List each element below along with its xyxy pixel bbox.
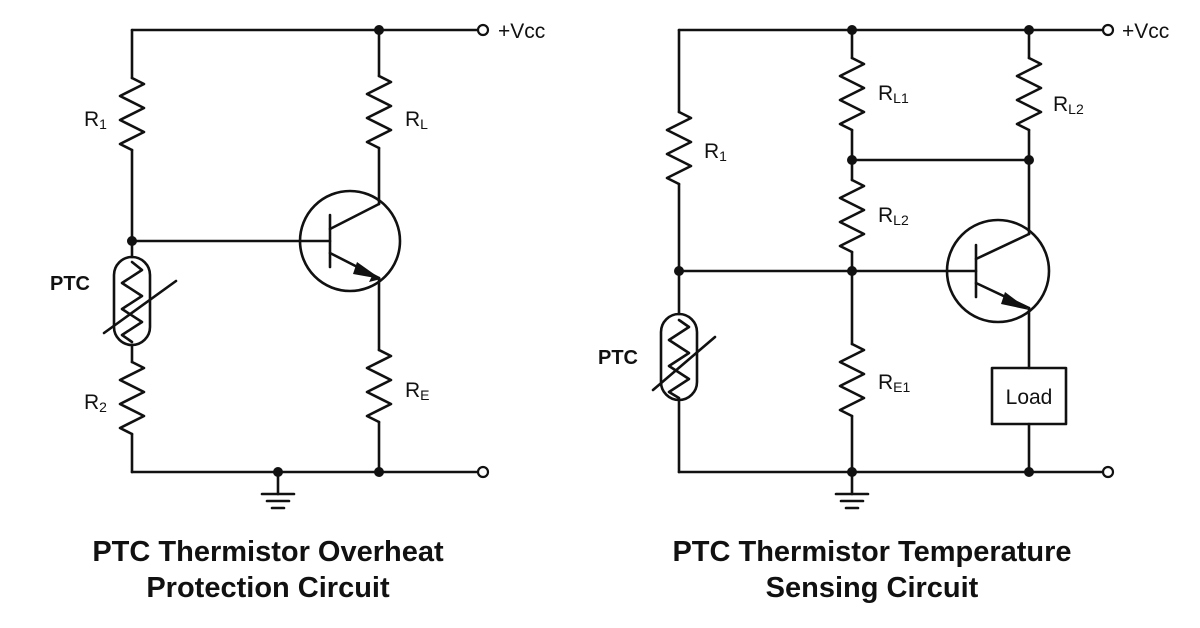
right-re1-label: RE1 <box>878 371 911 395</box>
right-ptc-slash <box>651 335 717 392</box>
left-ptc-slash <box>102 279 178 335</box>
right-caption: PTC Thermistor Temperature Sensing Circu… <box>612 534 1132 606</box>
right-rl2-mid-resistor <box>838 178 866 254</box>
right-r1-label: R1 <box>704 140 727 164</box>
left-caption-line2: Protection Circuit <box>146 572 390 604</box>
right-ptc-zigzag <box>667 318 691 400</box>
left-re-resistor <box>365 348 393 424</box>
left-circuit: +Vcc R1 R2 RL RE PTC <box>50 20 545 510</box>
left-ground-terminal <box>476 465 490 479</box>
left-r2-label: R2 <box>84 391 107 415</box>
right-rl2-top-label: RL2 <box>1053 93 1084 117</box>
right-rl2-top-resistor <box>1015 56 1043 132</box>
left-r1-resistor <box>118 76 146 152</box>
left-ptc-label: PTC <box>50 273 90 295</box>
left-r1-label: R1 <box>84 108 107 132</box>
left-r2-resistor <box>118 360 146 436</box>
right-rl2-mid-label: RL2 <box>878 204 909 228</box>
right-caption-line2: Sensing Circuit <box>765 572 979 604</box>
right-junction-load <box>1024 467 1034 477</box>
left-rl-label: RL <box>405 108 428 132</box>
right-caption-line1: PTC Thermistor Temperature <box>672 536 1072 568</box>
left-re-label: RE <box>405 379 430 403</box>
right-rl1-label: RL1 <box>878 82 909 106</box>
right-rl1-resistor <box>838 56 866 132</box>
left-caption: PTC Thermistor Overheat Protection Circu… <box>8 534 528 606</box>
right-load-label: Load <box>1006 386 1053 409</box>
right-junction-center <box>847 266 857 276</box>
right-ground-terminal <box>1101 465 1115 479</box>
right-vcc-label: +Vcc <box>1122 20 1169 43</box>
left-vcc-label: +Vcc <box>498 20 545 43</box>
right-ptc-label: PTC <box>598 347 638 369</box>
left-npn-transistor <box>298 189 402 293</box>
left-ground-icon <box>260 470 296 510</box>
right-r1-resistor <box>665 110 693 186</box>
left-ptc-zigzag <box>120 260 144 344</box>
right-circuit: +Vcc R1 RL1 RL2 RL2 RE1 Load PTC <box>598 20 1169 510</box>
right-vcc-terminal <box>1101 23 1115 37</box>
left-caption-line1: PTC Thermistor Overheat <box>92 536 444 568</box>
right-ground-icon <box>834 470 870 510</box>
right-re1-resistor <box>838 342 866 418</box>
left-vcc-terminal <box>476 23 490 37</box>
left-rl-resistor <box>365 74 393 150</box>
right-npn-transistor <box>945 218 1051 324</box>
